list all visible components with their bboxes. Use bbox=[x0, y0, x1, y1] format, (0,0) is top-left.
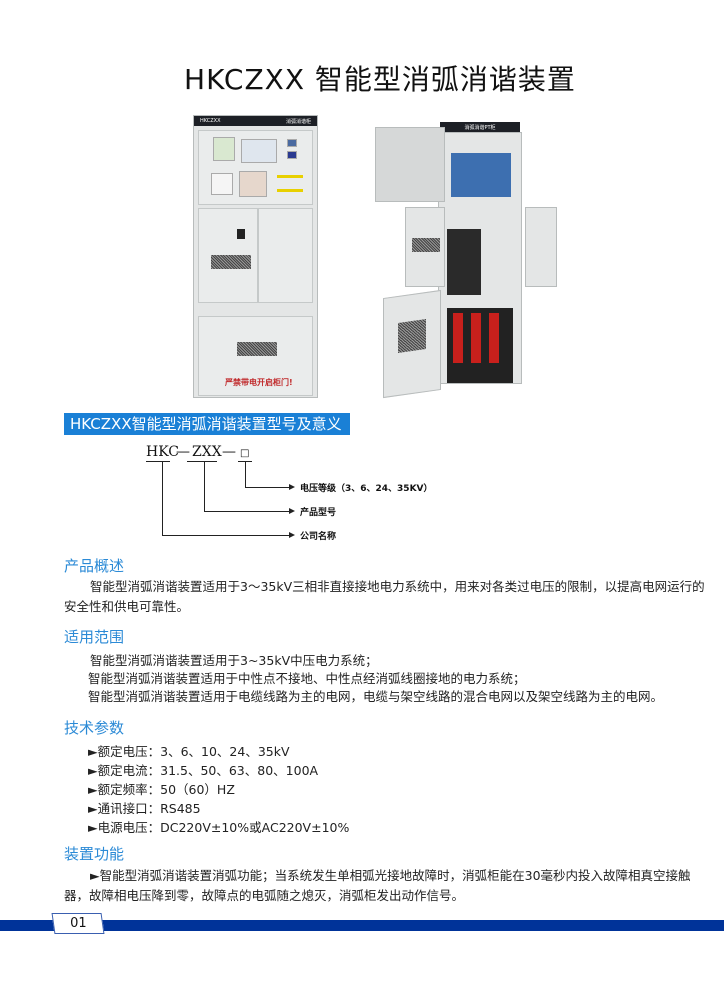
cabinet-photo-open: 消弧消谐PT柜 bbox=[375, 122, 557, 400]
label-company-name: 公司名称 bbox=[300, 532, 337, 542]
code-product: ZXX bbox=[192, 444, 222, 460]
spec-item: ►电源电压：DC220V±10%或AC220V±10% bbox=[88, 820, 350, 835]
functions-paragraph: ►智能型消弧消谐装置消弧功能；当系统发生单相弧光接地故障时，消弧柜能在30毫秒内… bbox=[64, 868, 691, 903]
heading-specs: 技术参数 bbox=[64, 719, 125, 737]
cabinet-photo-closed: HKCZXX 消弧消谐柜 严禁带电开启柜门! bbox=[193, 115, 318, 398]
cabinet-name: 消弧消谐PT柜 bbox=[464, 125, 496, 131]
instrument-panel bbox=[198, 130, 313, 205]
spec-item: ►额定电流：31.5、50、63、80、100A bbox=[88, 763, 319, 778]
code-separator: — bbox=[222, 444, 236, 460]
spec-item: ►通讯接口：RS485 bbox=[88, 801, 201, 816]
page-title: HKCZXX 智能型消弧消谐装置 bbox=[184, 63, 576, 96]
code-voltage: □ bbox=[240, 448, 250, 459]
cabinet-header: HKCZXX 消弧消谐柜 bbox=[194, 116, 317, 126]
label-voltage-level: 电压等级（3、6、24、35KV） bbox=[300, 484, 433, 494]
warning-label: 严禁带电开启柜门! bbox=[225, 378, 293, 387]
label-product-model: 产品型号 bbox=[300, 508, 337, 518]
spec-item: ►额定频率：50（60）HZ bbox=[88, 782, 235, 797]
model-section-banner: HKCZXX智能型消弧消谐装置型号及意义 bbox=[64, 413, 350, 435]
code-separator: — bbox=[176, 444, 190, 460]
cabinet-name: 消弧消谐柜 bbox=[285, 119, 311, 125]
heading-functions: 装置功能 bbox=[64, 845, 125, 863]
heading-overview: 产品概述 bbox=[64, 557, 125, 575]
spec-item: ►额定电压：3、6、10、24、35kV bbox=[88, 744, 290, 759]
scope-line: 智能型消弧消谐装置适用于3~35kV中压电力系统； bbox=[90, 653, 378, 668]
cabinet-brand: HKCZXX bbox=[200, 118, 221, 124]
scope-line: 智能型消弧消谐装置适用于中性点不接地、中性点经消弧线圈接地的电力系统； bbox=[88, 671, 526, 686]
code-company: HKC bbox=[146, 444, 180, 460]
page-number: 01 bbox=[51, 913, 105, 934]
heading-scope: 适用范围 bbox=[64, 628, 125, 646]
footer-bar bbox=[0, 920, 724, 931]
scope-line: 智能型消弧消谐装置适用于电缆线路为主的电网，电缆与架空线路的混合电网以及架空线路… bbox=[88, 689, 664, 704]
overview-paragraph: 智能型消弧消谐装置适用于3～35kV三相非直接接地电力系统中，用来对各类过电压的… bbox=[64, 579, 705, 614]
page-number-text: 01 bbox=[69, 916, 87, 931]
